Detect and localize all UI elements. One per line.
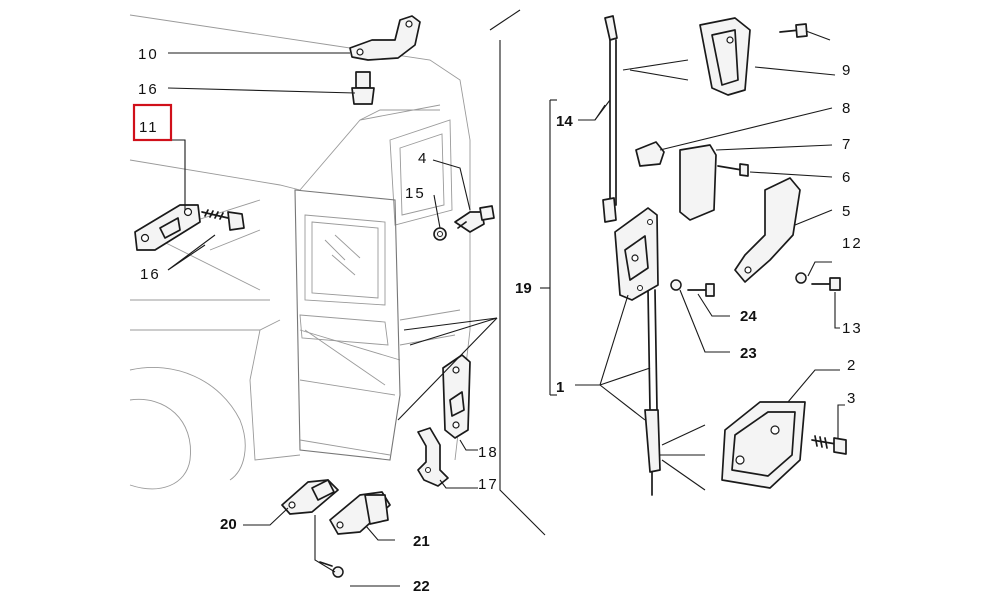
callout-4: 4 <box>418 150 428 167</box>
callout-11: 11 <box>139 119 159 136</box>
vehicle-outline <box>129 14 471 490</box>
part-9-handle-bracket <box>699 17 751 96</box>
callout-21: 21 <box>413 533 430 550</box>
callout-2: 2 <box>847 357 857 374</box>
part-16-screw <box>201 209 245 231</box>
part-15-washer <box>433 227 447 241</box>
callout-6: 6 <box>842 169 852 186</box>
callout-20: 20 <box>220 516 237 533</box>
callout-7: 7 <box>842 136 852 153</box>
callout-5: 5 <box>842 203 852 220</box>
part-16-striker-bolt <box>351 71 375 105</box>
callout-16-lower: 16 <box>140 266 161 283</box>
part-3-screw <box>811 435 847 455</box>
part-8-clip <box>635 141 665 167</box>
part-12-nut <box>795 272 807 284</box>
callout-11-highlight-box <box>132 103 173 142</box>
rear-door <box>294 189 401 461</box>
callout-1: 1 <box>556 379 564 396</box>
lock-mechanism <box>614 207 659 301</box>
part-10-upper-bracket <box>349 15 421 61</box>
part-14-upper-rod <box>602 15 618 223</box>
part-7-cover <box>679 144 717 221</box>
callout-23: 23 <box>740 345 757 362</box>
callout-13: 13 <box>842 320 863 337</box>
callout-15: 15 <box>405 185 426 202</box>
callout-labels: 10 16 11 16 4 15 19 14 1 9 8 7 6 5 12 13… <box>138 46 863 595</box>
part-4-bolt <box>454 205 495 233</box>
callout-14: 14 <box>556 113 573 130</box>
part-5-handle <box>734 177 801 283</box>
part-24-screw <box>687 283 715 297</box>
callout-18: 18 <box>478 444 499 461</box>
callout-12: 12 <box>842 235 863 252</box>
part-22-screw <box>319 561 344 578</box>
callout-16-top: 16 <box>138 81 159 98</box>
callout-17: 17 <box>478 476 499 493</box>
part-17-bracket <box>417 427 449 487</box>
callout-22: 22 <box>413 578 430 595</box>
part-13-screw <box>811 277 841 291</box>
callout-19: 19 <box>515 280 532 297</box>
part-9-screw <box>779 23 808 38</box>
part-1-lower-rod <box>644 289 661 496</box>
part-23-washer <box>670 279 682 291</box>
part-20-striker-plate <box>281 479 339 515</box>
callout-24: 24 <box>740 308 757 325</box>
part-6-screw <box>717 163 749 177</box>
part-11-lock-plate <box>134 204 201 251</box>
callout-10: 10 <box>138 46 159 63</box>
part-18-latch-plate <box>442 354 471 439</box>
part-21-buffer <box>329 491 391 535</box>
leader-lines <box>167 9 845 587</box>
part-2-housing <box>721 401 806 489</box>
callout-8: 8 <box>842 100 852 117</box>
callout-3: 3 <box>847 390 857 407</box>
callout-9: 9 <box>842 62 852 79</box>
